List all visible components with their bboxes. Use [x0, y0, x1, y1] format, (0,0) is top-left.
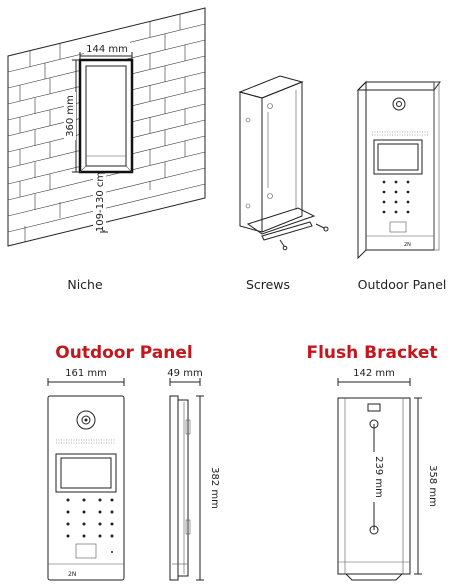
niche-caption: Niche [67, 277, 103, 292]
outdoor-panel-front-view: 161 mm 2N [47, 368, 125, 581]
mounting-height-label: 109-130 cm [95, 172, 106, 232]
panel-camera-icon [76, 410, 96, 430]
back-box-illustration [238, 75, 329, 251]
bracket-bottom-lip [344, 573, 404, 581]
flush-bracket-view: 142 mm 239 mm 358 mm [337, 368, 438, 581]
bracket-inner-label: 239 mm [373, 456, 384, 498]
back-box-flap [246, 207, 316, 235]
brick-joints [19, 14, 186, 242]
outdoor-panel-perspective: 2N [356, 80, 441, 260]
niche-height-label: 360 mm [65, 95, 76, 137]
panel-body [47, 395, 125, 581]
panel-width-label: 161 mm [65, 368, 107, 379]
back-box-side [239, 91, 263, 233]
outdoor-panel-caption: Outdoor Panel [358, 277, 447, 292]
mounting-bracket [261, 221, 313, 241]
panel-depth-label: 49 mm [167, 368, 202, 379]
panel-side-body [177, 399, 189, 577]
screws-caption: Screws [246, 277, 290, 292]
back-box-front [261, 81, 303, 233]
bracket-width-label: 142 mm [353, 368, 395, 379]
niche-inner [85, 65, 127, 167]
panel-height-label: 382 mm [209, 467, 220, 509]
screw-left [279, 239, 285, 247]
panel-display-screen [55, 453, 117, 493]
panel-front [365, 81, 435, 251]
bracket-top-clip [367, 403, 381, 412]
bracket-height-label: 358 mm [427, 465, 438, 507]
outdoor-panel-side-view: 49 mm 382 mm [167, 368, 220, 581]
niche-width-label: 144 mm [86, 44, 128, 55]
card-reader [389, 221, 407, 233]
panel-keypad [66, 498, 114, 538]
brick-wall [7, 7, 206, 247]
screw-right [315, 223, 325, 229]
panel-card-reader [75, 543, 97, 559]
camera-icon [392, 97, 406, 111]
outdoor-panel-heading: Outdoor Panel [55, 343, 192, 363]
keypad-dots [382, 180, 410, 214]
niche-frame [78, 58, 134, 174]
panel-display [373, 139, 423, 175]
flush-bracket-heading: Flush Bracket [306, 343, 437, 363]
panel-side-faceplate [169, 395, 179, 581]
niche-illustration: 144 mm 360 mm 109-130 cm [7, 7, 206, 247]
panel-brand: 2N [68, 571, 76, 578]
panel-brand-small: 2N [404, 242, 411, 248]
